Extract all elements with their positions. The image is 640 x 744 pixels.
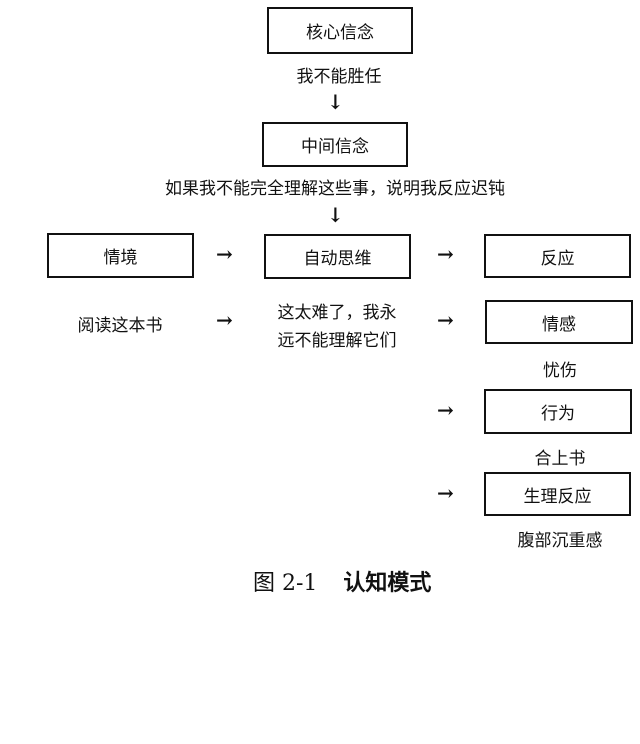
core-belief-content: 我不能胜任 — [296, 67, 382, 87]
physiological-box: 生理反应 — [484, 472, 631, 516]
right-arrow-icon: → — [437, 242, 454, 266]
automatic-thought-content-line1: 这太难了，我永 — [277, 303, 397, 323]
automatic-thought-label: 自动思维 — [303, 249, 372, 269]
right-arrow-icon: → — [437, 481, 454, 505]
situation-content: 阅读这本书 — [77, 316, 163, 336]
emotion-content: 忧伤 — [543, 361, 577, 381]
down-arrow-icon: ↓ — [327, 90, 344, 114]
figure-title: 认知模式 — [343, 570, 432, 596]
behavior-content: 合上书 — [534, 449, 586, 469]
physiological-content: 腹部沉重感 — [517, 531, 603, 551]
behavior-box: 行为 — [484, 389, 632, 434]
core-belief-box: 核心信念 — [267, 7, 413, 54]
situation-box: 情境 — [47, 233, 194, 278]
reaction-label: 反应 — [540, 248, 575, 269]
emotion-box: 情感 — [485, 300, 633, 344]
automatic-thought-content-line2: 远不能理解它们 — [277, 331, 397, 351]
right-arrow-icon: → — [216, 242, 233, 266]
right-arrow-icon: → — [437, 308, 454, 332]
behavior-label: 行为 — [541, 404, 575, 424]
emotion-label: 情感 — [542, 314, 576, 335]
intermediate-belief-label: 中间信念 — [301, 137, 369, 157]
right-arrow-icon: → — [437, 398, 454, 422]
right-arrow-icon: → — [216, 308, 233, 332]
automatic-thought-box: 自动思维 — [264, 234, 411, 279]
figure-caption: 图 2-1 认知模式 — [253, 565, 431, 597]
physiological-label: 生理反应 — [523, 486, 592, 507]
reaction-box: 反应 — [484, 234, 631, 278]
intermediate-belief-content: 如果我不能完全理解这些事，说明我反应迟钝 — [165, 179, 505, 199]
core-belief-label: 核心信念 — [306, 23, 374, 43]
situation-label: 情境 — [103, 248, 138, 268]
figure-number: 图 2-1 — [253, 571, 318, 596]
intermediate-belief-box: 中间信念 — [262, 122, 408, 167]
down-arrow-icon: ↓ — [327, 203, 344, 227]
